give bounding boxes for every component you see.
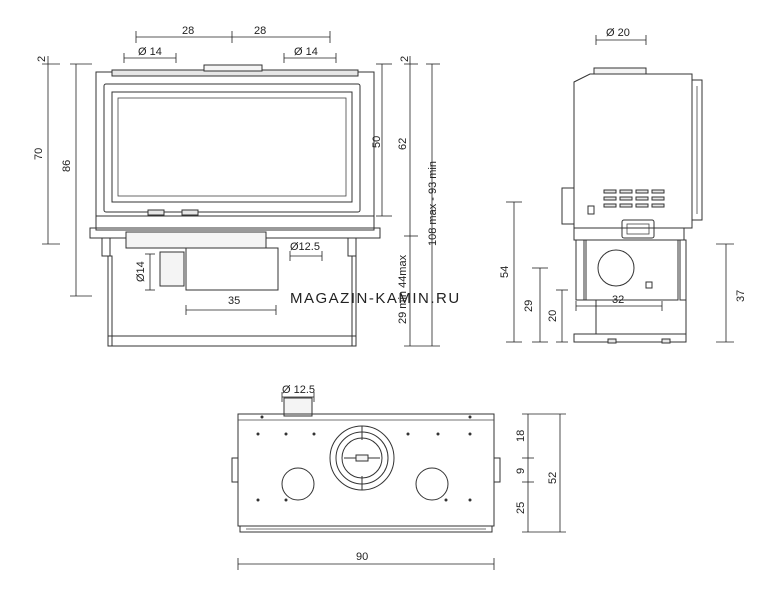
dim-height: 108 max - 93 min (427, 161, 439, 246)
side-view: Ø 20 (499, 27, 747, 344)
dim-90: 90 (356, 551, 368, 563)
dim-37: 37 (735, 290, 747, 302)
dim-29: 29 (523, 300, 535, 312)
dim-top-left: 28 (182, 25, 194, 37)
dim-25: 25 (515, 502, 527, 514)
dim-70: 70 (33, 148, 45, 160)
dim-2: 2 (36, 56, 48, 62)
dim-52: 52 (547, 472, 559, 484)
dim-2b: 2 (399, 56, 411, 62)
dim-20: 20 (547, 310, 559, 322)
dim-62: 62 (397, 138, 409, 150)
dim-50: 50 (371, 136, 383, 148)
dim-86: 86 (61, 160, 73, 172)
dim-outlet-left: Ø 14 (138, 46, 162, 58)
top-dim-12-5: Ø 12.5 (282, 384, 315, 396)
dim-outlet-right: Ø 14 (294, 46, 318, 58)
dim-32: 32 (612, 294, 624, 306)
dim-18: 18 (515, 430, 527, 442)
dim-top-right: 28 (254, 25, 266, 37)
watermark: MAGAZIN-KAMIN.RU (290, 290, 461, 307)
dim-9: 9 (515, 468, 527, 474)
dim-12-5: Ø12.5 (290, 241, 320, 253)
top-view: Ø 12.5 (231, 384, 566, 570)
front-view: 28 28 Ø 14 Ø 14 2 70 86 (33, 25, 440, 347)
dim-flue: Ø 20 (606, 27, 630, 39)
dim-35: 35 (228, 295, 240, 307)
dim-54: 54 (499, 266, 511, 278)
dim-legs: 29 min 44max (397, 254, 409, 324)
dim-14: Ø14 (135, 261, 147, 282)
